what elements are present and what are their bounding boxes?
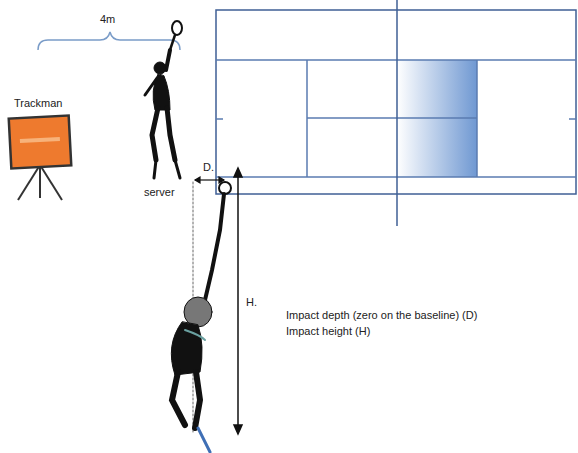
legend-note: Impact depth (zero on the baseline) (D): [286, 309, 477, 322]
impact-figure: [171, 182, 231, 452]
trackman-device: [9, 115, 72, 200]
dimension-label: D.: [203, 161, 214, 174]
height-dimension: [234, 168, 242, 434]
distance-bracket: [38, 32, 180, 50]
legend-note: Impact height (H): [286, 325, 370, 338]
tennis-court: [216, 0, 576, 226]
depth-dimension: [195, 177, 224, 183]
player-label: server: [144, 186, 175, 199]
device-label: Trackman: [14, 97, 63, 110]
dimension-label: H.: [246, 296, 257, 309]
distance-label: 4m: [100, 13, 115, 26]
server-silhouette: [145, 21, 182, 178]
